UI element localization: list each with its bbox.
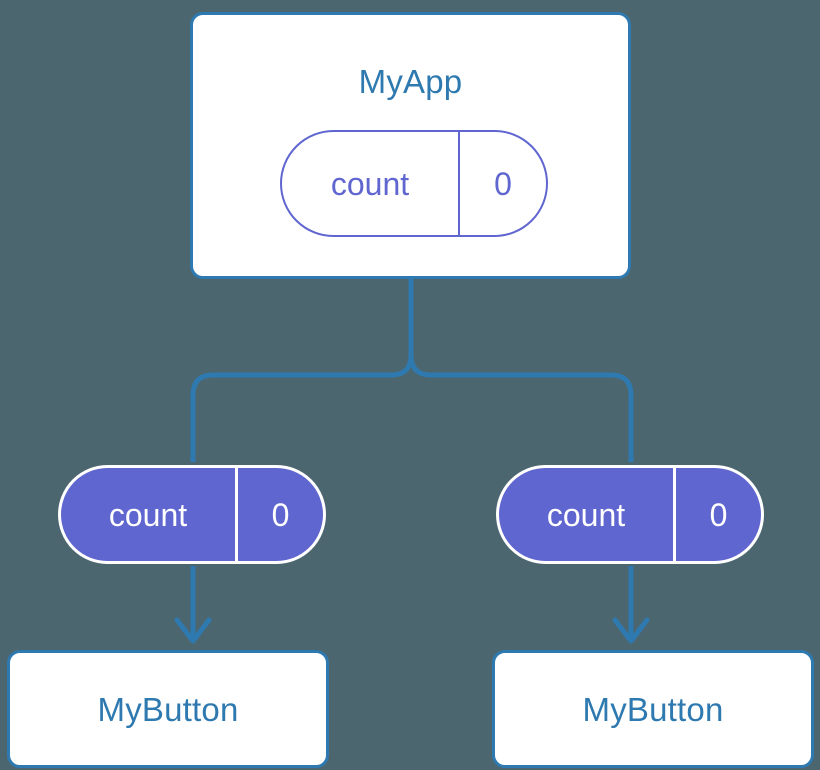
child-state-key-right: count xyxy=(499,468,676,561)
child-state-pill-right[interactable]: count 0 xyxy=(496,465,764,564)
root-state-value: 0 xyxy=(494,165,512,202)
root-state-key: count xyxy=(282,132,460,235)
child-state-pill-left[interactable]: count 0 xyxy=(58,465,326,564)
child-state-value-right: 0 xyxy=(709,496,728,533)
root-component-box[interactable]: MyApp count 0 xyxy=(190,12,631,279)
leaf-component-box-left[interactable]: MyButton xyxy=(7,650,329,768)
connector-branch-right xyxy=(408,354,634,462)
root-component-label: MyApp xyxy=(358,63,463,100)
child-state-key-left: count xyxy=(61,468,238,561)
child-state-value-left: 0 xyxy=(271,496,290,533)
leaf-component-box-right[interactable]: MyButton xyxy=(492,650,814,768)
root-state-pill[interactable]: count 0 xyxy=(280,130,548,237)
connector-right-arrow-head xyxy=(612,617,650,644)
leaf-component-label-right: MyButton xyxy=(582,690,724,728)
connector-branch-left xyxy=(190,354,414,462)
leaf-component-label-left: MyButton xyxy=(97,690,239,728)
connector-left-arrow-head xyxy=(174,617,212,644)
